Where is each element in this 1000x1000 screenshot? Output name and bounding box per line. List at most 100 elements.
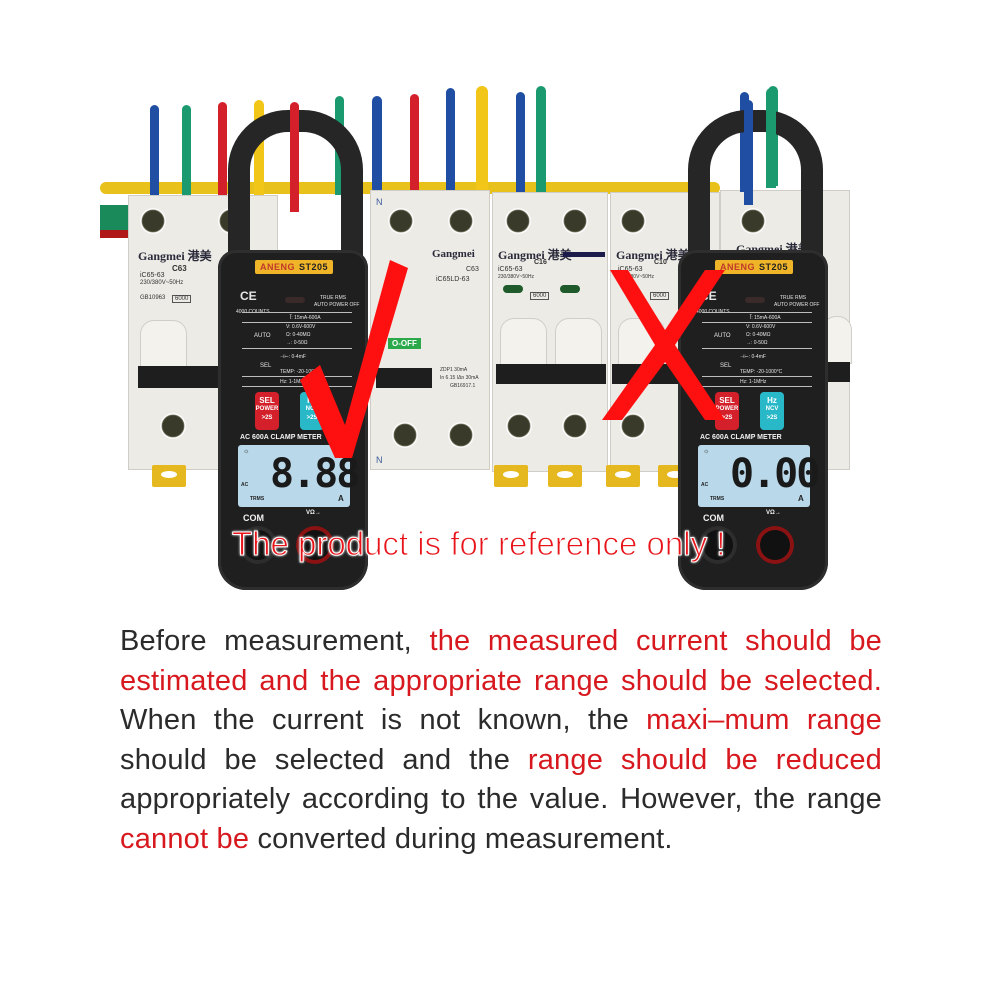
text-segment: When the current is not known, the (120, 704, 647, 736)
ce-mark: CE (240, 289, 257, 303)
din-clip (548, 465, 582, 487)
display-mode: AC (701, 482, 709, 488)
highlighted-segment: the measured current should be estimated… (120, 625, 882, 697)
display-trms: TRMS (250, 496, 265, 502)
meter-feature-2: AUTO POWER OFF (774, 302, 820, 308)
wire-red-through-jaw (290, 102, 299, 212)
sel-label: SEL (720, 363, 732, 369)
meter-brand: ANENG (719, 262, 755, 272)
breaker-toggle (500, 318, 547, 365)
rcd-spec-2: In 6.15 IΔn 30mA (440, 375, 479, 381)
breaker-rail (496, 364, 606, 384)
screw (620, 413, 646, 439)
hz-ncv-button[interactable]: Hz NCV >2S (760, 392, 784, 430)
meter-model: ST205 (758, 262, 789, 272)
sel-range-3: TEMP: -20-1000°C (740, 369, 783, 375)
wire-blue-1 (150, 105, 159, 195)
divider (242, 386, 352, 387)
text-segment: appropriately according to the value. Ho… (120, 783, 882, 815)
rcd-std: GB16917.1 (450, 383, 476, 389)
meter-feature-2: AUTO POWER OFF (314, 302, 360, 308)
din-clip (152, 465, 186, 487)
wire-blue-4 (446, 88, 455, 195)
current-range: Ĩ: 15mA-600A (290, 315, 321, 321)
wire-blue-5 (516, 92, 525, 195)
status-indicator (560, 285, 580, 293)
breaker-rail (376, 368, 432, 388)
display-unit: A (338, 494, 344, 503)
screw (448, 422, 474, 448)
button-label: NCV (305, 406, 319, 412)
meter-title: AC 600A CLAMP METER (240, 434, 322, 441)
auto-label: AUTO (254, 333, 271, 339)
din-clip (494, 465, 528, 487)
wire-green-1 (182, 105, 191, 195)
wire-red-2 (410, 94, 419, 195)
pole-mark-n-bottom: N (376, 455, 383, 465)
wire-green-3 (536, 86, 546, 195)
breaker-rating: C10 (654, 259, 667, 266)
breaker-2-rcd (370, 190, 490, 470)
jack-com-label: COM (703, 513, 724, 523)
red-wire-bundle (100, 230, 150, 238)
wire-blue-3 (372, 96, 382, 195)
breaker-brand: Gangmei 港美 (616, 248, 690, 262)
screw (620, 208, 646, 234)
v-ohm-jack[interactable] (760, 530, 790, 560)
clamp-jaw (228, 110, 363, 285)
breaker-stripe (563, 252, 605, 257)
wire-blue-through-jaw (744, 100, 753, 205)
breaker-model: iC65-63 (498, 266, 523, 273)
screw (392, 422, 418, 448)
meter-title: AC 600A CLAMP METER (700, 434, 782, 441)
button-label: POWER (715, 406, 739, 412)
screw (448, 208, 474, 234)
breaker-voltage: 230/380V~50Hz (498, 274, 535, 280)
com-jack[interactable] (703, 530, 733, 560)
text-segment: Before measurement, (120, 625, 430, 657)
wire-green-through-jaw (766, 88, 776, 188)
ncv-sensor (285, 297, 305, 303)
sel-range-1: ⊣⊢: 0-4mF (740, 354, 766, 360)
display-mode: AC (241, 482, 249, 488)
breaker-code: 6000 (172, 295, 192, 303)
button-label: >2S (766, 415, 778, 421)
meter-body (678, 250, 828, 590)
breaker-voltage: 230/380V~50Hz (140, 280, 184, 286)
display-trms: TRMS (710, 496, 725, 502)
divider (702, 322, 812, 323)
meter-body (218, 250, 368, 590)
com-jack[interactable] (243, 530, 273, 560)
highlighted-segment: range should be reduced (527, 743, 882, 776)
reference-disclaimer: The product is for reference only ! (231, 525, 726, 563)
meter-feature-1: TRUE RMS (780, 295, 807, 301)
meter-feature-1: TRUE RMS (320, 295, 347, 301)
meter-brand: ANENG (259, 262, 295, 272)
divider (242, 376, 352, 377)
display-value: 0.00 (730, 451, 820, 497)
breaker-model: iC65-63 (140, 272, 165, 279)
breaker-std: GB10963 (140, 295, 166, 301)
screw (562, 208, 588, 234)
button-label: SEL (259, 396, 275, 405)
auto-range-3: →: 0-50Ω (746, 340, 768, 346)
button-label: >2S (721, 415, 733, 421)
breaker-model: iC65-63 (618, 266, 643, 273)
auto-range-1: V: 0.6V-600V (746, 324, 776, 330)
display-unit: A (798, 494, 804, 503)
v-ohm-jack[interactable] (300, 530, 330, 560)
din-clip (606, 465, 640, 487)
sel-power-button[interactable]: SEL POWER >2S (255, 392, 279, 430)
ncv-sensor (745, 297, 765, 303)
breaker-toggle (555, 318, 602, 365)
text-segment: should be selected and the (120, 743, 528, 776)
backlight-icon: ☼ (703, 448, 710, 455)
clamp-jaw (688, 110, 823, 285)
button-label: POWER (255, 406, 279, 412)
jack-com-label: COM (243, 513, 264, 523)
display-value: 8.88 (270, 451, 360, 497)
breaker-rating: C63 (466, 266, 479, 273)
